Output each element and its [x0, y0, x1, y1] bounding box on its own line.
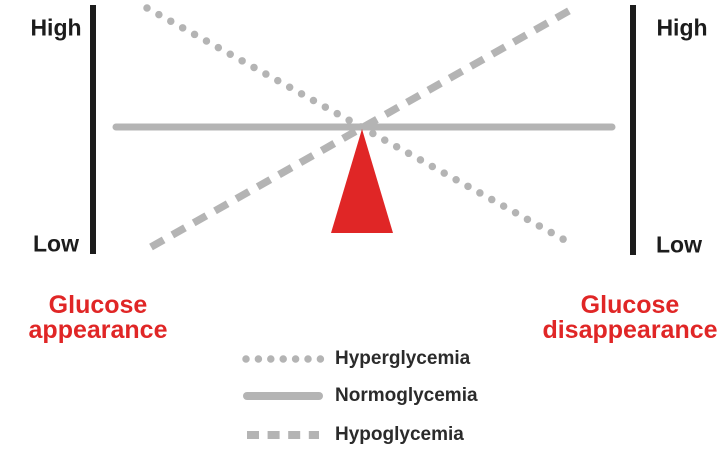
glucose-disappearance-line1: Glucose: [580, 291, 680, 319]
legend-item-hypoglycemia: Hypoglycemia: [335, 424, 464, 445]
hypoglycemia-dashed-line: [149, 4, 576, 251]
legend-item-normoglycemia: Normoglycemia: [335, 385, 478, 406]
left-axis-low-label: Low: [33, 230, 79, 257]
glucose-appearance-line1: Glucose: [48, 291, 148, 319]
left-axis-high-label: High: [30, 14, 82, 41]
legend-item-hyperglycemia: Hyperglycemia: [335, 348, 471, 369]
glucose-appearance-label: Glucose appearance: [29, 293, 168, 343]
right-axis-low-label: Low: [656, 231, 702, 258]
glucose-disappearance-label: Glucose disappearance: [542, 293, 717, 343]
glucose-disappearance-line2: disappearance: [542, 316, 718, 344]
fulcrum-triangle: [331, 129, 393, 233]
glucose-appearance-line2: appearance: [28, 316, 168, 344]
right-axis-high-label: High: [656, 14, 708, 41]
